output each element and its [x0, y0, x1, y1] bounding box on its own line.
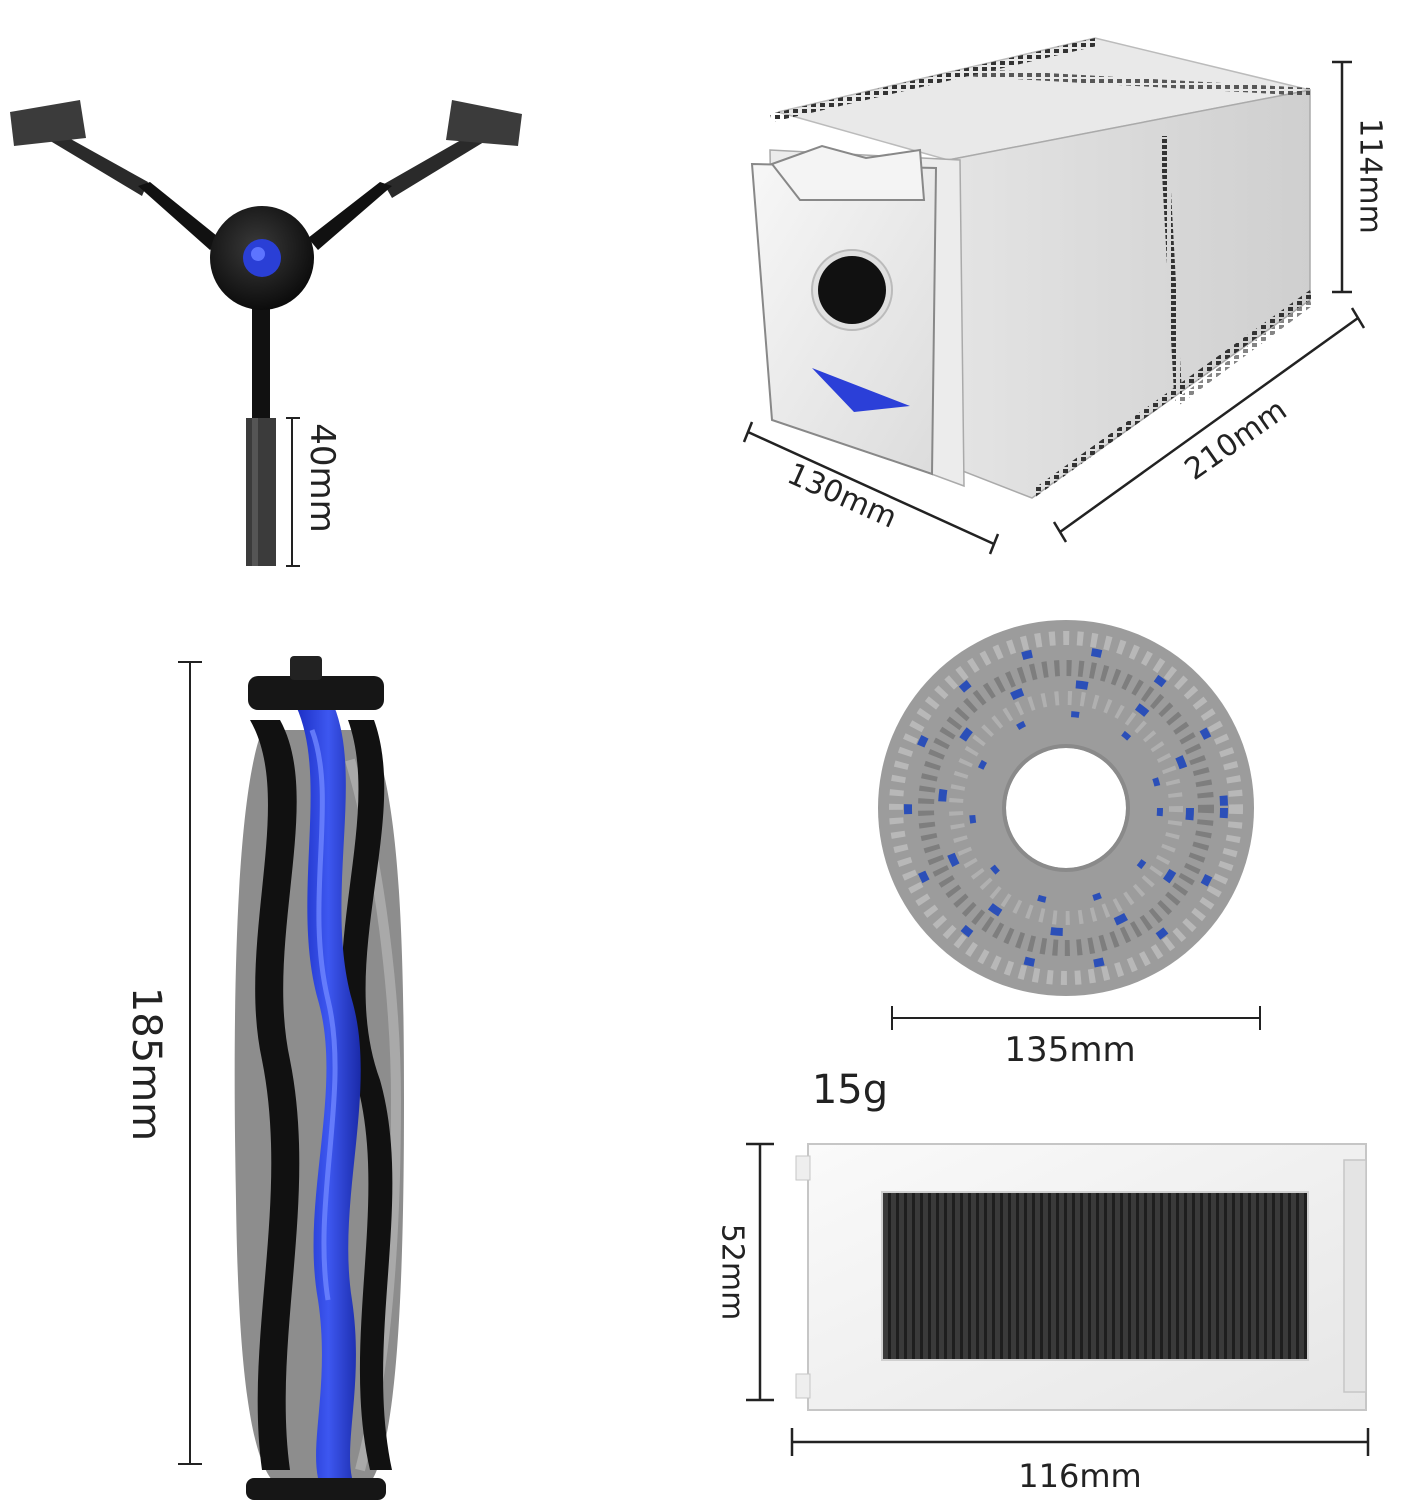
filter-height-dimension-line	[746, 1142, 774, 1402]
side-brush-icon	[10, 100, 522, 566]
bag-height-label: 114mm	[1352, 118, 1388, 234]
roller-length-dimension-line	[178, 661, 202, 1465]
dust-bag-icon	[750, 37, 1312, 499]
filter-weight-label: 15g	[811, 1067, 889, 1113]
filter-length-dimension-line	[790, 1428, 1370, 1456]
filter-icon	[795, 1143, 1367, 1411]
mop-pad-icon	[878, 620, 1254, 996]
bag-width-dimension-line	[742, 421, 1000, 555]
roller-brush-icon	[234, 656, 404, 1500]
bag-depth-dimension-line	[1052, 307, 1366, 543]
filter-length-label: 116mm	[1018, 1457, 1142, 1495]
filter-height-label: 52mm	[714, 1223, 750, 1321]
bristle-dimension-line	[286, 417, 300, 567]
roller-length-label: 185mm	[123, 986, 169, 1142]
mop-diameter-dimension-line	[891, 1006, 1261, 1030]
mop-diameter-label: 135mm	[1004, 1030, 1136, 1070]
bag-height-dimension-line	[1332, 60, 1352, 294]
side-brush-dimension-label: 40mm	[302, 423, 342, 533]
